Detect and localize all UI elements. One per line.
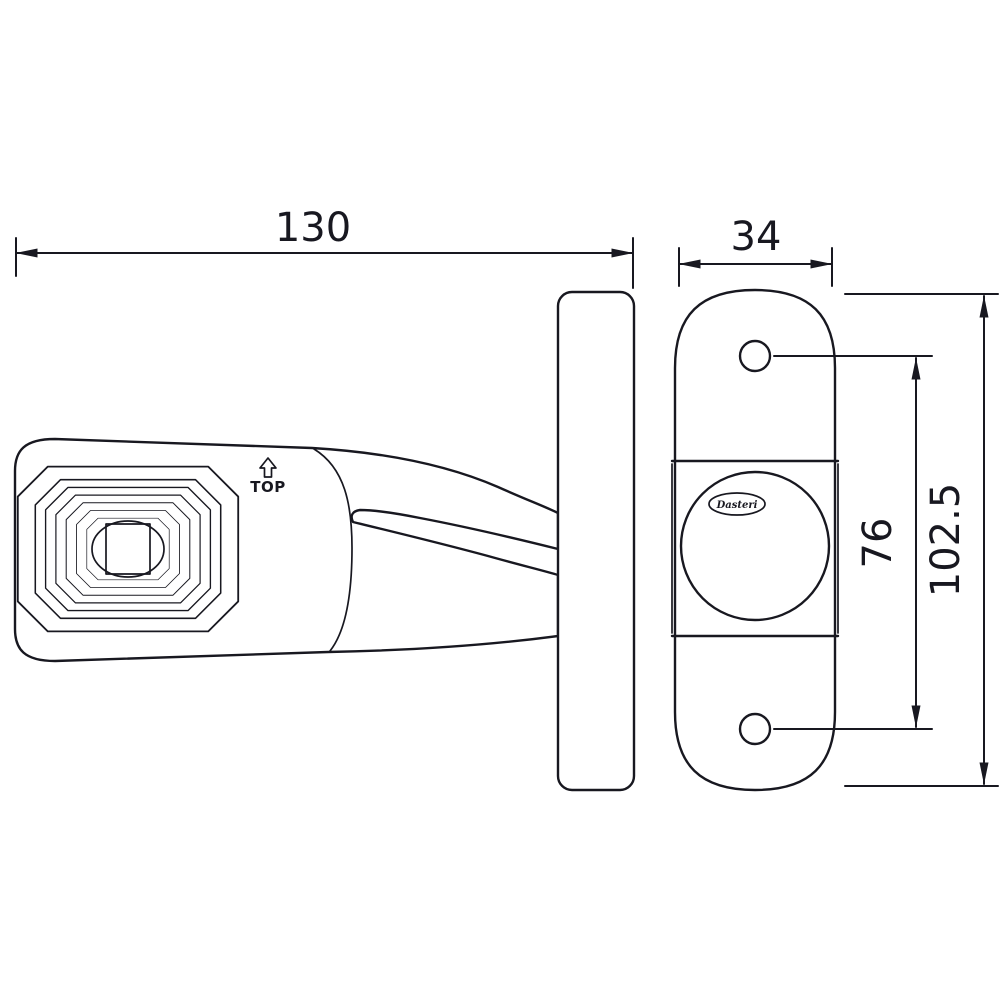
lens-center-facet bbox=[105, 523, 151, 575]
lamp-body-front bbox=[673, 288, 837, 792]
head-junction-edge bbox=[313, 448, 353, 652]
dim-overall-depth: 130 bbox=[15, 205, 634, 289]
body-band-step bbox=[671, 463, 839, 634]
dimensions: 130 34 76 102.5 bbox=[15, 205, 999, 787]
dimension-value: 76 bbox=[855, 518, 901, 569]
screw-hole-top bbox=[738, 339, 772, 373]
dim-body-width: 34 bbox=[678, 214, 833, 287]
top-direction-arrow-icon bbox=[259, 457, 277, 478]
screw-hole-bottom bbox=[738, 712, 772, 746]
dimension-value: 102.5 bbox=[923, 483, 969, 598]
dimension-value: 130 bbox=[275, 205, 351, 251]
front-view: Dasteri bbox=[670, 288, 840, 792]
dimension-value: 34 bbox=[731, 214, 782, 260]
brand-label: Dasteri bbox=[716, 500, 758, 511]
dim-overall-height: 102.5 bbox=[844, 293, 999, 787]
dim-hole-spacing: 76 bbox=[773, 355, 933, 730]
brand-badge-outline bbox=[708, 492, 766, 516]
mounting-plate bbox=[556, 290, 636, 792]
lens-front bbox=[679, 470, 831, 622]
lamp-silhouette bbox=[13, 437, 560, 663]
top-marker-label: TOP bbox=[250, 478, 285, 496]
brand-badge: Dasteri bbox=[708, 492, 766, 516]
top-marker: TOP bbox=[250, 457, 285, 496]
side-view: TOP bbox=[13, 290, 636, 792]
lens-ring-ellipse bbox=[91, 520, 165, 578]
lens-side bbox=[16, 465, 240, 633]
